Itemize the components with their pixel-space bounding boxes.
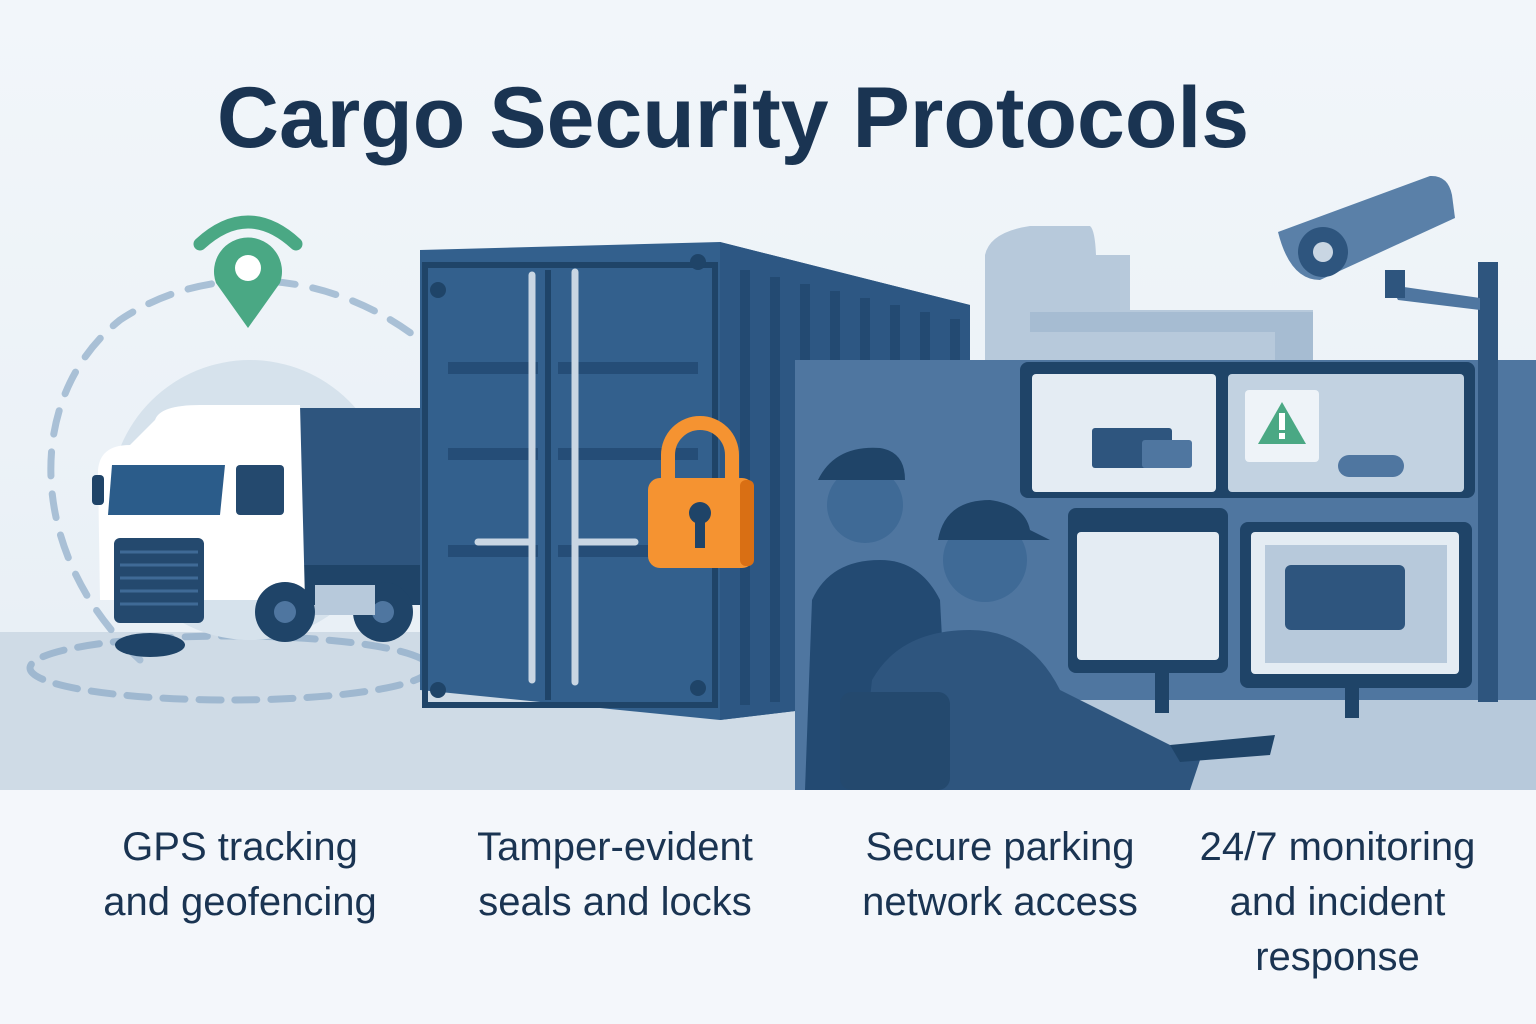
feature-captions: GPS tracking and geofencing Tamper-evide… bbox=[0, 820, 1536, 1000]
caption-tamper-evident-seals: Tamper-evident seals and locks bbox=[477, 825, 753, 924]
cctv-camera-icon bbox=[1278, 175, 1498, 702]
screen-route-map bbox=[1077, 532, 1219, 660]
signal-arc-icon bbox=[193, 215, 303, 251]
location-pin-icon bbox=[193, 215, 303, 328]
security-operators bbox=[805, 447, 1275, 790]
illustration bbox=[26, 175, 1536, 790]
caption-247-monitoring: 24/7 monitoring and incident response bbox=[1199, 825, 1476, 979]
caption-band bbox=[0, 790, 1536, 1024]
padlock-icon bbox=[648, 416, 754, 568]
page-title: Cargo Security Protocols bbox=[216, 70, 1250, 166]
caption-secure-parking: Secure parking network access bbox=[862, 825, 1138, 924]
caption-gps-tracking: GPS tracking and geofencing bbox=[103, 825, 377, 924]
monitor-wall bbox=[1020, 362, 1475, 718]
truck-icon bbox=[92, 405, 430, 657]
